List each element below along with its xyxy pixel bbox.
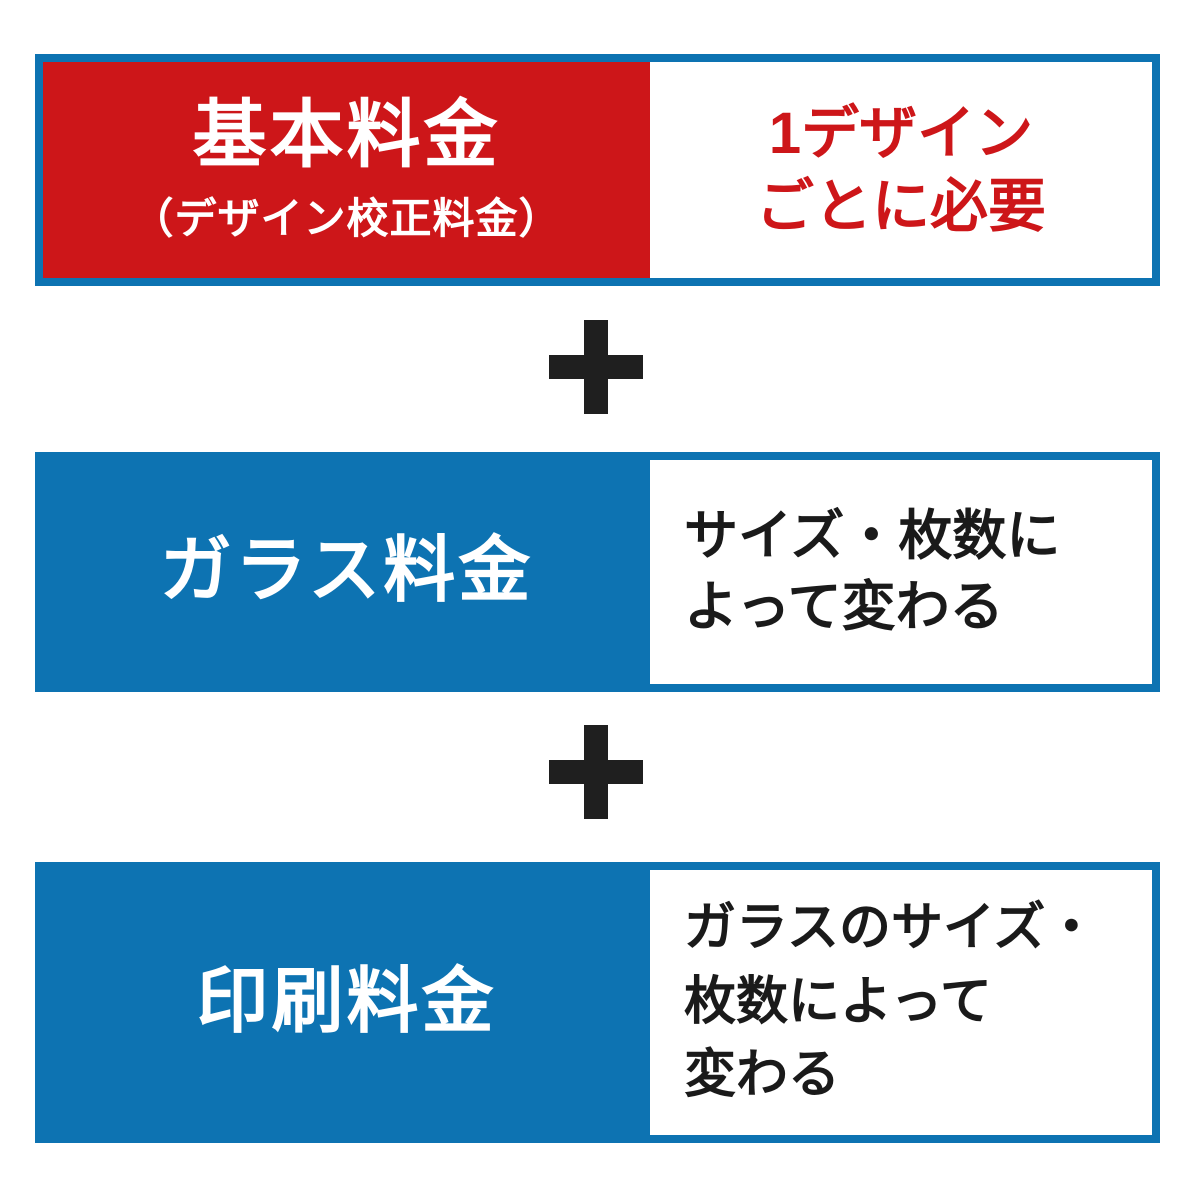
basic-fee-note-line: ごとに必要: [755, 174, 1046, 239]
glass-fee-note-line: サイズ・枚数に: [684, 505, 1061, 566]
plus-icon-vertical-bar: [584, 320, 608, 414]
glass-fee-note-panel: サイズ・枚数に よって変わる: [650, 460, 1152, 684]
basic-fee-label-area: 基本料金 （デザイン校正料金）: [43, 62, 650, 278]
row-glass-fee: ガラス料金 サイズ・枚数に よって変わる: [35, 452, 1160, 692]
glass-fee-title: ガラス料金: [159, 531, 534, 612]
print-fee-note-panel: ガラスのサイズ・ 枚数によって 変わる: [650, 870, 1152, 1135]
print-fee-note-line: 枚数によって: [684, 972, 992, 1031]
print-fee-title: 印刷料金: [196, 961, 497, 1042]
row-basic-fee: 基本料金 （デザイン校正料金） 1デザイン ごとに必要: [35, 54, 1160, 286]
basic-fee-title: 基本料金: [192, 92, 501, 176]
basic-fee-note-panel: 1デザイン ごとに必要: [650, 62, 1152, 278]
plus-icon-vertical-bar: [584, 725, 608, 819]
glass-fee-note-line: よって変わる: [684, 577, 1004, 637]
basic-fee-subtitle: （デザイン校正料金）: [131, 195, 562, 243]
plus-icon: [549, 320, 643, 414]
print-fee-note-line: 変わる: [684, 1046, 841, 1105]
basic-fee-note-line: 1デザイン: [768, 100, 1034, 166]
plus-icon: [549, 725, 643, 819]
print-fee-label-area: 印刷料金: [43, 870, 650, 1135]
glass-fee-label-area: ガラス料金: [43, 460, 650, 684]
row-print-fee: 印刷料金 ガラスのサイズ・ 枚数によって 変わる: [35, 862, 1160, 1143]
print-fee-note-line: ガラスのサイズ・: [684, 898, 1098, 957]
